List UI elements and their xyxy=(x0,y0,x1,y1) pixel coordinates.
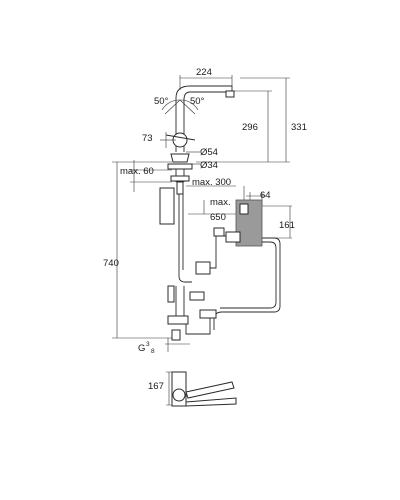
dim-max-300: max. 300 xyxy=(192,177,231,188)
dim-spout-height: 296 xyxy=(242,122,258,133)
dim-box-64: 64 xyxy=(260,190,271,201)
faucet-plan-view xyxy=(171,371,237,407)
dim-bottom-167: 167 xyxy=(148,381,164,392)
dim-swivel-right: 50° xyxy=(190,96,205,107)
dim-total-740: 740 xyxy=(103,258,119,269)
dim-thread-g: G xyxy=(138,343,145,354)
dim-thread-num: 3 xyxy=(146,341,150,348)
dim-dia-body: Ø54 xyxy=(200,147,218,158)
dim-max-deck: max. 60 xyxy=(120,166,154,177)
dim-lever-offset: 73 xyxy=(142,133,153,144)
dim-box-161: 161 xyxy=(279,220,295,231)
dimension-lines xyxy=(112,75,292,406)
dim-max-650-b: 650 xyxy=(210,212,226,223)
undersink-parts xyxy=(159,187,281,341)
dim-total-height: 331 xyxy=(291,122,307,133)
dim-dia-base: Ø34 xyxy=(200,160,218,171)
dim-thread-den: 8 xyxy=(151,348,155,355)
dim-max-650-a: max. xyxy=(210,197,231,208)
dim-spout-reach: 224 xyxy=(196,67,212,78)
faucet-top-view xyxy=(161,85,235,195)
dimension-labels: 224 50° 50° 296 331 73 Ø54 Ø34 max. 60 m… xyxy=(103,67,307,392)
dim-swivel-left: 50° xyxy=(154,96,169,107)
